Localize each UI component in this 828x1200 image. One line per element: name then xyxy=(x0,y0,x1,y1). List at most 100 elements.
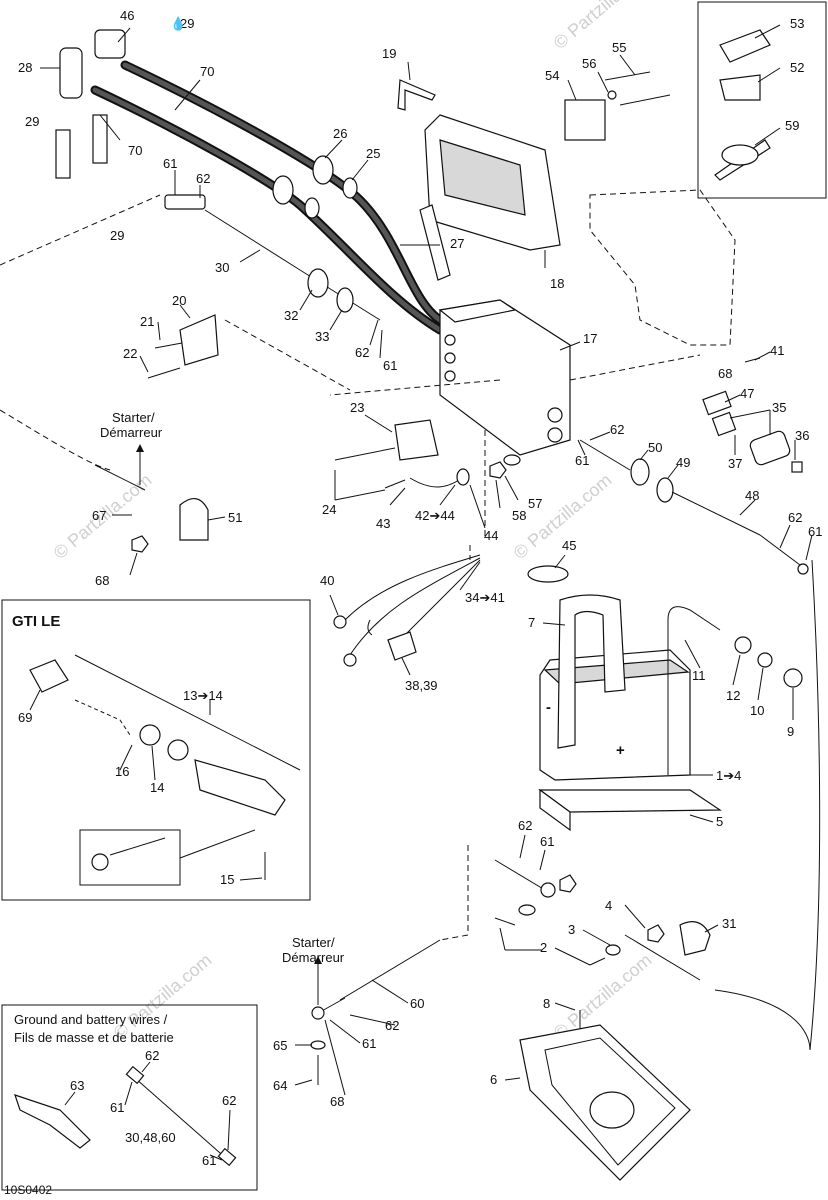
callout-40: 40 xyxy=(320,573,334,588)
watermark-3: © Partzilla.com xyxy=(550,0,656,53)
gti-le-title: GTI LE xyxy=(12,613,60,630)
callout-3: 3 xyxy=(568,922,575,937)
callout-11: 11 xyxy=(692,668,706,683)
callout-61f: 61 xyxy=(362,1036,376,1051)
starter-top-line2: Démarreur xyxy=(100,425,163,440)
spark-plug-1 xyxy=(55,129,71,179)
callout-8: 8 xyxy=(543,996,550,1011)
cap-9 xyxy=(783,668,803,688)
clamp-12 xyxy=(734,636,752,654)
callout-17: 17 xyxy=(583,331,597,346)
callout-60: 60 xyxy=(410,996,424,1011)
ground-wire-42 xyxy=(384,468,470,489)
callout-33: 33 xyxy=(315,329,329,344)
callout-54: 54 xyxy=(545,68,559,83)
callout-51: 51 xyxy=(228,510,242,525)
callout-21: 21 xyxy=(140,314,154,329)
battery: - + xyxy=(538,594,803,832)
tie-45 xyxy=(527,565,569,583)
callout-19: 19 xyxy=(382,46,396,61)
boot-51 xyxy=(179,498,209,541)
callout-20: 20 xyxy=(172,293,186,308)
boot-31 xyxy=(679,921,711,956)
ground-wires-inset: Ground and battery wires / Fils de masse… xyxy=(1,1004,258,1191)
callout-58: 58 xyxy=(512,508,526,523)
callout-62b: 62 xyxy=(355,345,369,360)
sleeve-27 xyxy=(419,204,451,281)
callout-16: 16 xyxy=(115,764,129,779)
callout-48: 48 xyxy=(745,488,759,503)
callout-61d: 61 xyxy=(808,524,822,539)
starter-bottom-line2: Démarreur xyxy=(282,950,345,965)
callout-61b: 61 xyxy=(383,358,397,373)
callout-13-14: 13➔14 xyxy=(183,688,223,703)
spark-plug-2 xyxy=(92,114,108,164)
callout-37: 37 xyxy=(728,456,742,471)
spark-plug-cap xyxy=(59,47,83,99)
callout-52: 52 xyxy=(790,60,804,75)
callout-labels: 46 29 💧 28 29 70 70 26 25 19 55 56 54 53… xyxy=(18,8,822,1168)
harness-34 xyxy=(333,554,569,667)
nut-67 xyxy=(131,535,149,553)
electrical-box-17 xyxy=(438,299,571,456)
callout-47: 47 xyxy=(740,386,754,401)
cable-48 xyxy=(579,439,809,575)
callout-43: 43 xyxy=(376,516,390,531)
callout-2: 2 xyxy=(540,940,547,955)
callout-67: 67 xyxy=(92,508,106,523)
callout-22: 22 xyxy=(123,346,137,361)
callout-55: 55 xyxy=(612,40,626,55)
callout-62e: 62 xyxy=(518,818,532,833)
callout-1-4: 1➔4 xyxy=(716,768,741,783)
callout-61g: 61 xyxy=(110,1100,124,1115)
callout-61c: 61 xyxy=(575,453,589,468)
grommet-25b xyxy=(304,197,320,219)
callout-56: 56 xyxy=(582,56,596,71)
callout-30-48-60: 30,48,60 xyxy=(125,1130,176,1145)
callout-6: 6 xyxy=(490,1072,497,1087)
callout-62d: 62 xyxy=(788,510,802,525)
callout-4: 4 xyxy=(605,898,612,913)
callout-29b: 29 xyxy=(25,114,39,129)
callout-69: 69 xyxy=(18,710,32,725)
callout-62f: 62 xyxy=(385,1018,399,1033)
callout-62h: 62 xyxy=(222,1093,236,1108)
battery-minus-symbol: - xyxy=(546,699,551,716)
crimp-tool-63 xyxy=(14,1094,91,1149)
clip-19 xyxy=(397,79,436,111)
callout-59: 59 xyxy=(785,118,799,133)
spark-plug-cap-2 xyxy=(94,29,126,59)
switch-20 xyxy=(147,314,219,379)
callout-68c: 68 xyxy=(330,1094,344,1109)
box-cover-18 xyxy=(424,114,561,251)
drop-icon-29a: 💧 xyxy=(170,16,186,31)
callout-7: 7 xyxy=(528,615,535,630)
callout-12: 12 xyxy=(726,688,740,703)
callout-28: 28 xyxy=(18,60,32,75)
vent-10 xyxy=(757,652,773,668)
callout-42-44: 42➔44 xyxy=(415,508,455,523)
inset-box-top-right xyxy=(697,1,827,199)
ground-box-line1: Ground and battery wires / xyxy=(14,1012,168,1027)
callout-70a: 70 xyxy=(200,64,214,79)
callout-70b: 70 xyxy=(128,143,142,158)
callout-15: 15 xyxy=(220,872,234,887)
callout-9: 9 xyxy=(787,724,794,739)
callout-50: 50 xyxy=(648,440,662,455)
callout-30: 30 xyxy=(215,260,229,275)
callout-32: 32 xyxy=(284,308,298,323)
figure-code: 10S0402 xyxy=(4,1183,52,1197)
ignition-cables xyxy=(55,29,445,335)
starter-top-line1: Starter/ xyxy=(112,410,155,425)
callout-64: 64 xyxy=(273,1078,287,1093)
callout-53: 53 xyxy=(790,16,804,31)
callout-29a: 29 xyxy=(180,16,194,31)
cable-nut-26 xyxy=(312,155,334,185)
battery-hardware xyxy=(494,859,711,1030)
callout-29c: 29 xyxy=(110,228,124,243)
grommet-25 xyxy=(342,177,358,199)
callout-36: 36 xyxy=(795,428,809,443)
battery-tray-6 xyxy=(519,1024,691,1181)
nut-58 xyxy=(489,461,507,479)
callout-61a: 61 xyxy=(163,156,177,171)
